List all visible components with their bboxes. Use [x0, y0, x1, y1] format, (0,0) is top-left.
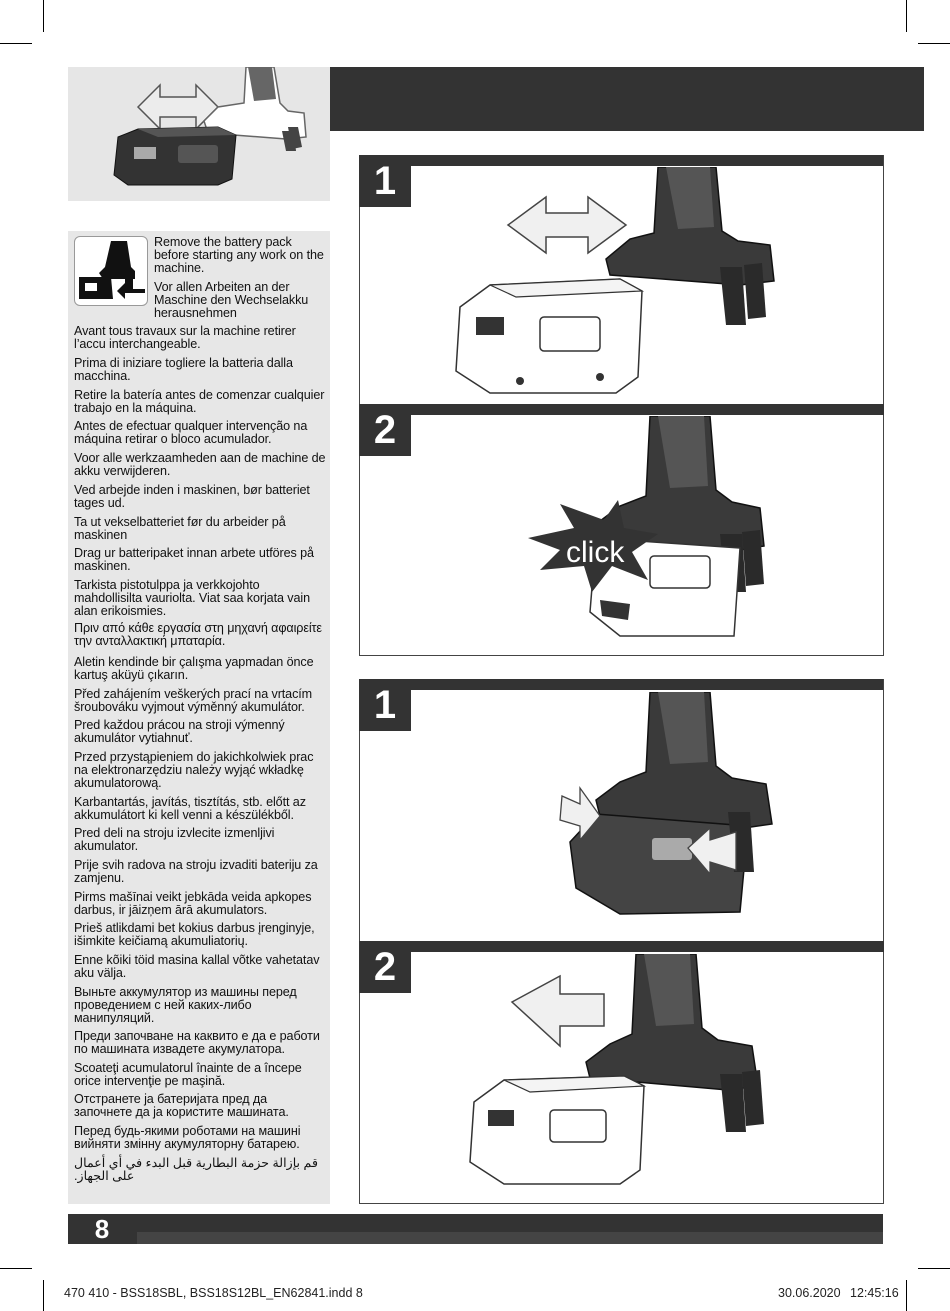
remove-battery-illustration-2: [440, 953, 880, 1200]
warning-text-en: Remove the battery pack before starting …: [154, 235, 324, 275]
warning-text-hu: Karbantartás, javítás, tisztítás, stb. e…: [74, 795, 306, 822]
crop-mark: [0, 43, 32, 44]
box-top-bar: [360, 155, 883, 166]
crop-mark: [0, 1268, 32, 1269]
warning-text-hr: Prije svih radova na stroju izvaditi bat…: [74, 858, 318, 885]
step-divider: [359, 941, 884, 952]
page-footer-bar-stripe: [137, 1232, 883, 1244]
warning-text-et: Enne kõiki töid masina kallal võtke vahe…: [74, 953, 320, 980]
warning-text-ar: قم بإزالة حزمة البطارية قبل البدء في أي …: [74, 1156, 318, 1183]
warning-text-sl: Pred deli na stroju izvlecite izmenljivi…: [74, 826, 275, 853]
warning-text-pt: Antes de efectuar qualquer intervenção n…: [74, 419, 308, 446]
warning-text-da: Ved arbejde inden i maskinen, bør batter…: [74, 483, 310, 510]
crop-mark: [906, 1280, 907, 1311]
warning-text-sv: Drag ur batteripaket innan arbete utföre…: [74, 546, 314, 573]
warning-text-fi: Tarkista pistotulppa ja verkkojohto mahd…: [74, 578, 310, 618]
header-bar: [330, 67, 924, 131]
step-number: 1: [359, 679, 411, 731]
warning-text-pl: Przed przystąpieniem do jakichkolwiek pr…: [74, 750, 314, 790]
box-top-bar: [360, 679, 883, 690]
remove-battery-illustration-1: [540, 691, 880, 939]
warning-text-ru: Выньте аккумулятор из машины перед прове…: [74, 985, 297, 1025]
warning-text-sk: Pred každou prácou na stroji výmenný aku…: [74, 718, 285, 745]
footer-file-info: 470 410 - BSS18SBL, BSS18S12BL_EN62841.i…: [64, 1286, 363, 1300]
step-number: 2: [359, 941, 411, 993]
crop-mark: [906, 0, 907, 32]
warning-text-fr: Avant tous travaux sur la machine retire…: [74, 324, 296, 351]
warning-text-bg: Преди започване на каквито е да е работи…: [74, 1029, 320, 1056]
warning-panel: [68, 231, 330, 1204]
crop-mark: [918, 1268, 950, 1269]
warning-text-ro: Scoateţi acumulatorul înainte de a încep…: [74, 1061, 302, 1088]
footer-time: 12:45:16: [850, 1286, 899, 1300]
footer-date: 30.06.2020: [778, 1286, 841, 1300]
warning-text-cs: Před zahájením veškerých prací na vrtací…: [74, 687, 313, 714]
battery-removal-icon: [74, 236, 148, 306]
crop-mark: [43, 0, 44, 32]
warning-text-uk: Перед будь-якими роботами на машині вийн…: [74, 1124, 301, 1151]
warning-text-it: Prima di iniziare togliere la batteria d…: [74, 356, 293, 383]
step-number: 2: [359, 404, 411, 456]
insert-battery-illustration-1: [420, 166, 880, 402]
warning-text-lv: Pirms mašīnai veikt jebkāda veida apkope…: [74, 890, 312, 917]
crop-mark: [43, 1280, 44, 1311]
warning-text-mk: Отстранете ја батеријата пред да започне…: [74, 1092, 289, 1119]
click-label: click: [566, 536, 625, 569]
page-number: 8: [94, 1214, 110, 1244]
warning-text-no: Ta ut vekselbatteriet før du arbeider på…: [74, 515, 286, 542]
warning-text-el: Πριν από κάθε εργασία στη μηχανή αφαιρεί…: [74, 621, 322, 648]
step-number: 1: [359, 155, 411, 207]
warning-text-es: Retire la batería antes de comenzar cual…: [74, 388, 325, 415]
warning-text-lt: Prieš atlikdami bet kokius darbus įrengi…: [74, 921, 315, 948]
crop-mark: [918, 43, 950, 44]
insert-battery-illustration-2: click: [520, 415, 880, 652]
warning-text-tr: Aletin kendinde bir çalışma yapmadan önc…: [74, 655, 314, 682]
warning-text-de: Vor allen Arbeiten an der Maschine den W…: [154, 280, 309, 320]
header-illustration: [68, 66, 330, 201]
warning-text-nl: Voor alle werkzaamheden aan de machine d…: [74, 451, 326, 478]
step-divider: [359, 404, 884, 415]
